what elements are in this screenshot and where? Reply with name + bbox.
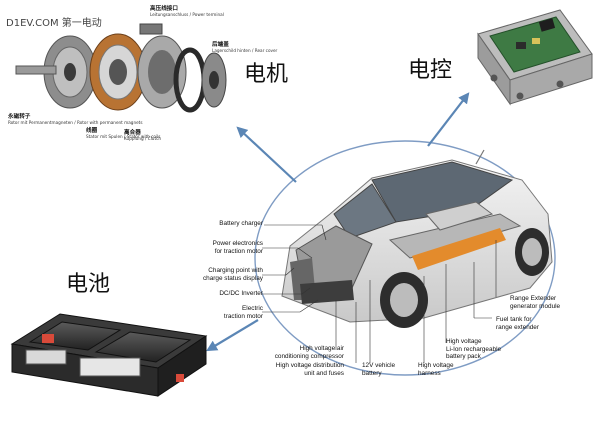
controller-label: 电控 [408, 58, 453, 83]
arrow-to-controller [427, 92, 470, 147]
watermark: D1EV.COM 第一电动 [6, 18, 102, 29]
callout-range-extender: Range Extender generator module [510, 295, 561, 310]
callout-battery-charger: Battery charger [219, 220, 263, 227]
callout-12v-battery: 12V vehicle battery [362, 362, 396, 377]
callout-hv-distribution: High voltage distribution unit and fuses [275, 362, 344, 377]
callout-battery-pack: High voltage Li-Ion rechargeable battery… [446, 338, 502, 360]
callout-leaders [262, 224, 497, 363]
callout-hv-harness: High voltage harness [418, 362, 454, 377]
callout-power-electronics: Power electronics for traction motor [212, 240, 263, 255]
callout-charging-point: Charging point with charge status displa… [202, 267, 263, 282]
car-cutaway [281, 149, 553, 328]
motor-label: 电机 [244, 62, 289, 87]
controller-box [477, 9, 593, 106]
callout-dcdc-inverter: DC/DC Inverter [219, 290, 263, 297]
motor-exploded-view [15, 23, 227, 113]
callout-fuel-tank: Fuel tank for range extender [496, 316, 539, 331]
callout-ac-compressor: High voltage air conditioning compressor [274, 345, 344, 360]
callout-traction-motor: Electric traction motor [223, 305, 263, 320]
car-highlight-ellipse [254, 140, 556, 376]
arrow-to-battery [206, 319, 259, 352]
battery-label: 电池 [66, 272, 111, 297]
arrow-to-motor [236, 126, 297, 183]
battery-pack [10, 313, 208, 397]
